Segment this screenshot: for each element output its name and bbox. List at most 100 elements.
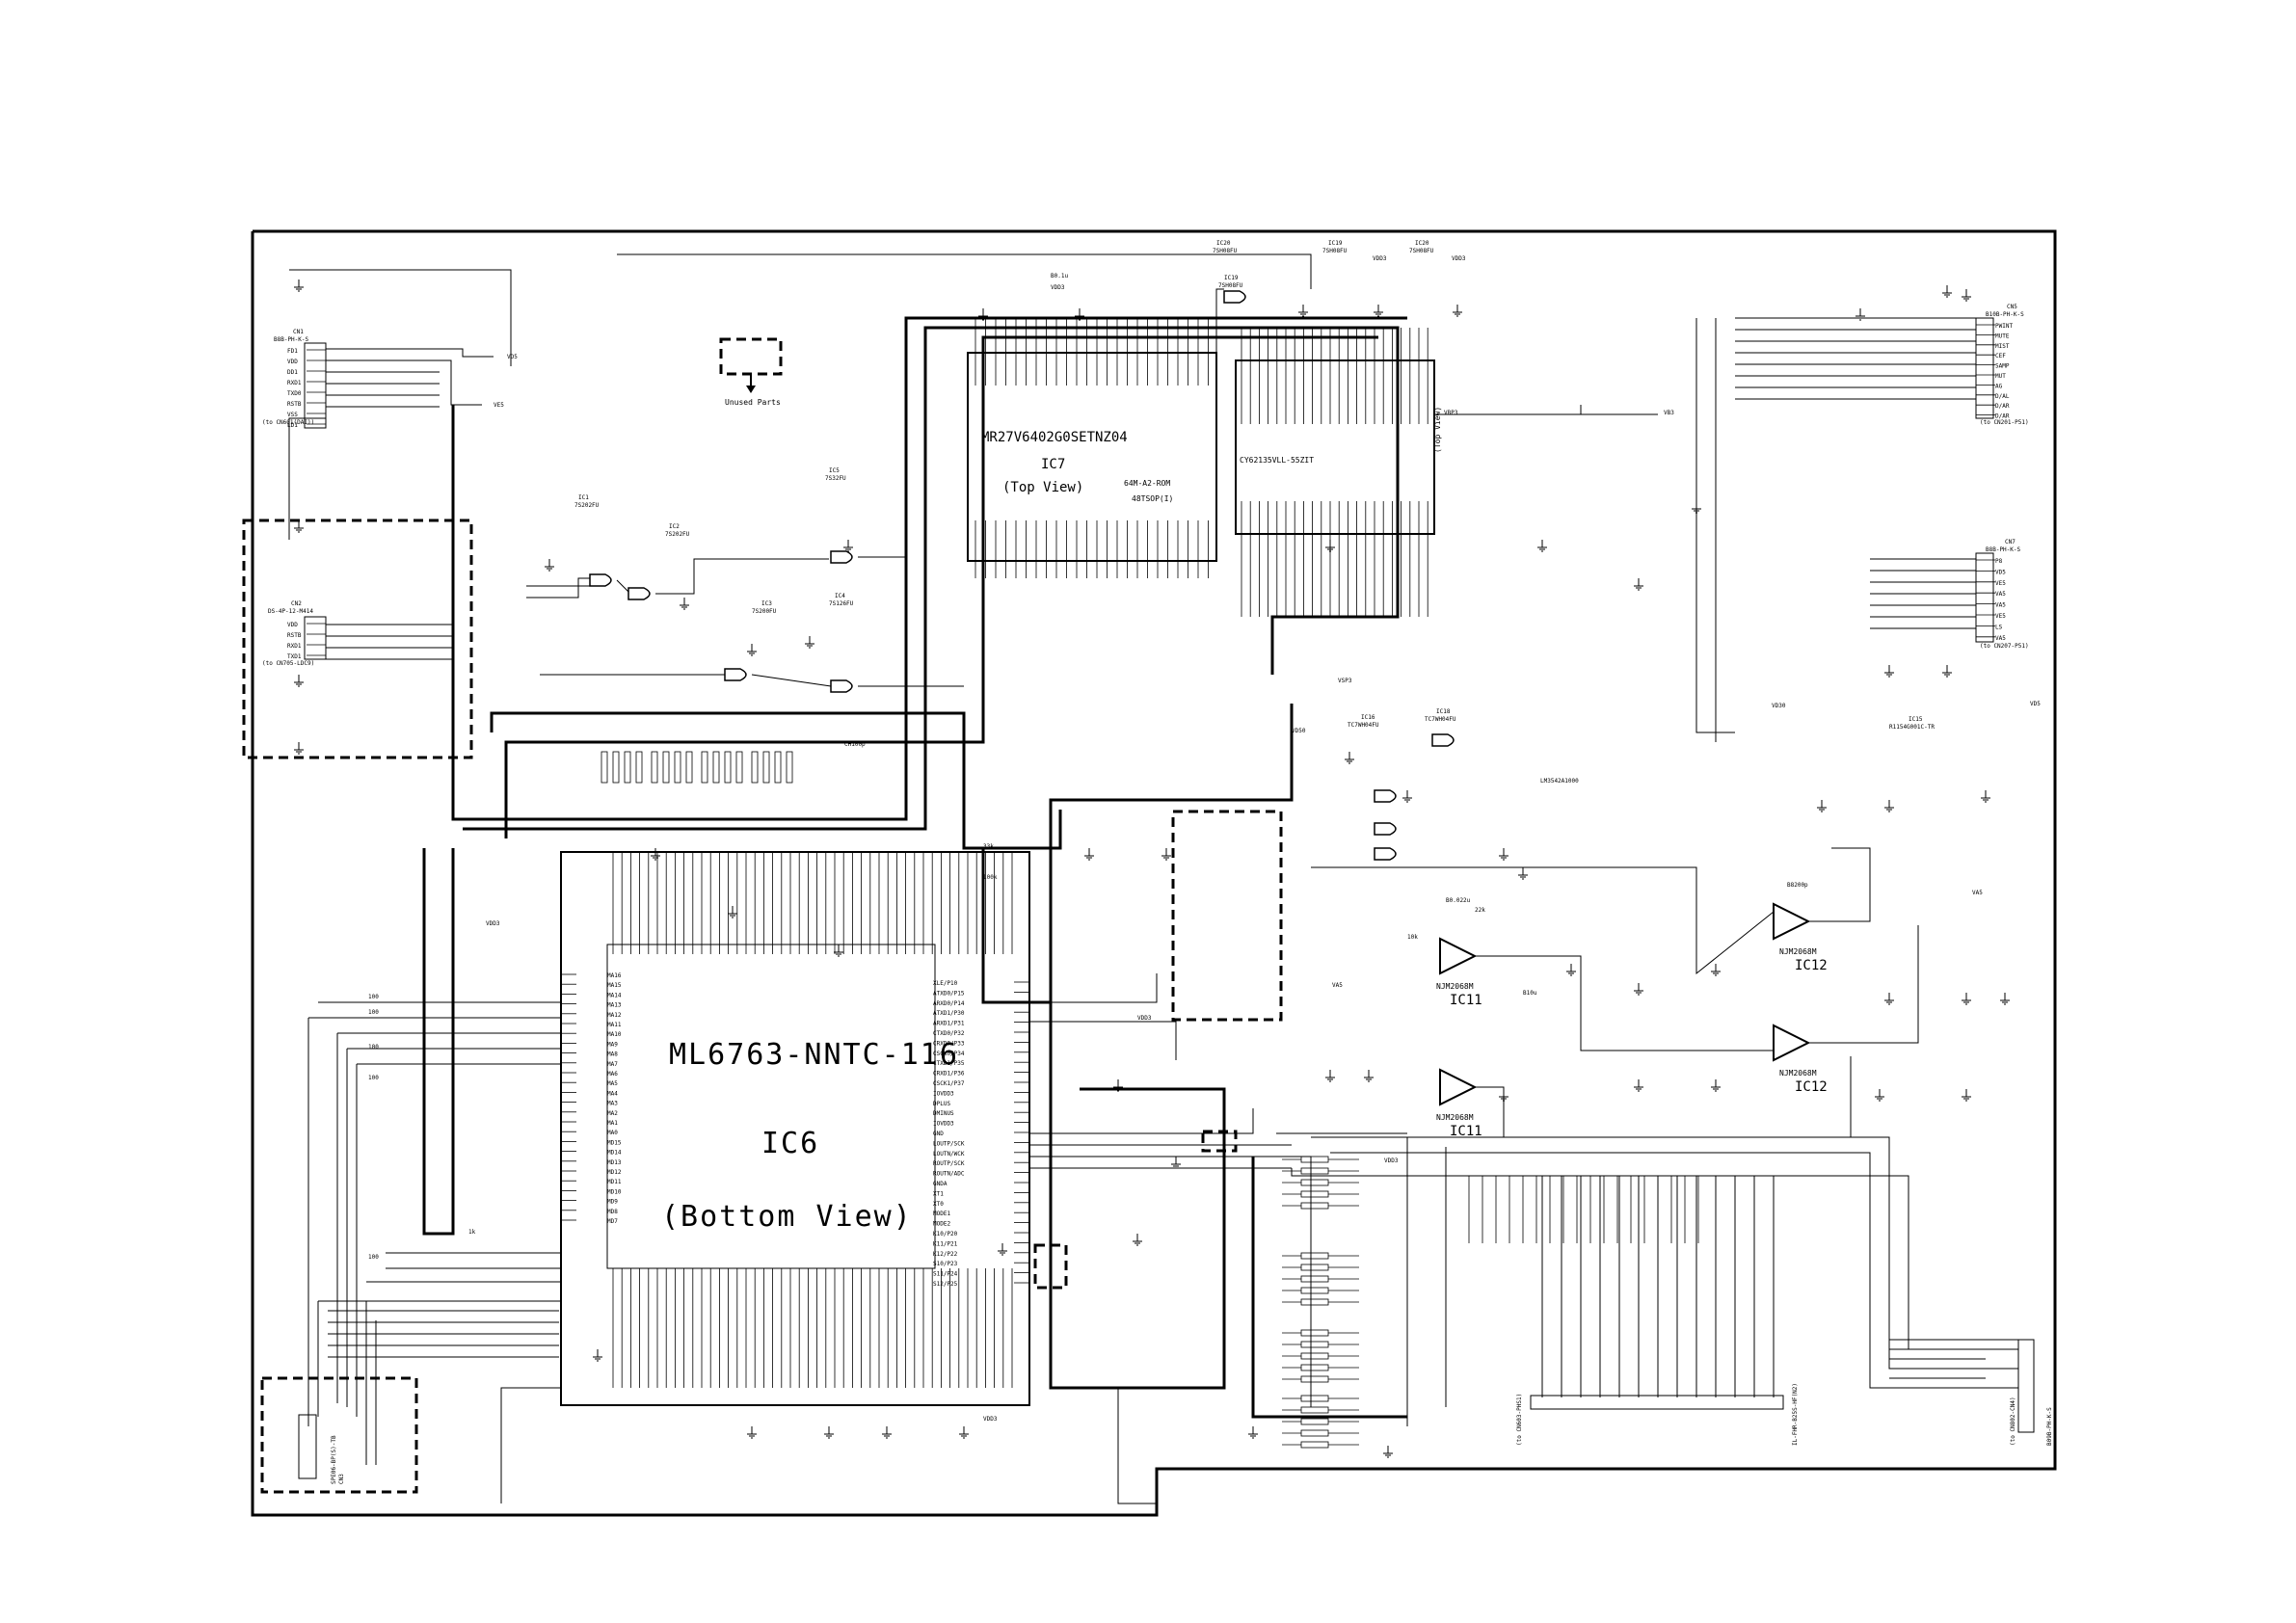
net-vdd3-c: VDD3 [1452,255,1466,262]
opamp-ic11-b: NJM2068M IC11 [1436,1068,1482,1139]
ic16-ref: IC16 [1361,714,1375,721]
r100-d: 100 [368,1075,379,1081]
ic2-part: 7S202FU [665,531,690,538]
resistor-arrays [601,751,1359,1449]
ic4-part: 7S126FU [829,600,854,607]
resistor-array-element [735,751,743,784]
ic6-left-pin-label: MA12 [607,1012,622,1019]
ic6-right-pin-label: LOUTN/WCK [933,1151,965,1157]
cn2-to: (to CN705-LDC9) [262,660,314,667]
ic6-right-pin-label: IOVDD3 [933,1121,954,1128]
connector-pin-label: RXD1 [287,643,302,650]
ic13-view: (Top View) [1433,407,1442,453]
net-vd50: VD50 [1292,728,1306,734]
connector-pin-label: TXD1 [287,653,302,660]
ic6-left-pin-label: MD12 [607,1169,622,1176]
ic6-left-pin-label: MA2 [607,1110,618,1117]
ic6-pin-stubs [612,318,1699,1388]
cn2-part: DS-4P-12-M414 [268,608,313,615]
ic6-left-pin-label: MA8 [607,1051,618,1058]
ic6-left-pin-label: MA7 [607,1061,618,1068]
ic6-left-pin-label: MD10 [607,1188,622,1195]
opamp-ic12-a: NJM2068M IC12 [1773,902,1828,973]
r100-c: 100 [368,1044,379,1051]
connector-pin-label: VA5 [1995,635,2006,642]
connector-cn1: CN1 B8B-PH-K-S (to CN601(DAI)) FD1VDDDD1… [262,329,327,429]
dashed-boxes [242,337,1283,1494]
connector-pin-label: SAMP [1995,363,2010,370]
ic6-right-pin-label: ROUTN/ADC [933,1171,965,1178]
ic6-right-pin-label: ROUTP/SCK [933,1160,965,1167]
cn1-to: (to CN601(DAI)) [262,419,314,426]
ic6-left-pins: MA16MA15MA14MA13MA12MA11MA10MA9MA8MA7MA6… [561,972,622,1225]
ic11a-ref: IC11 [1450,993,1482,1008]
connector-pin-label: MUT [1995,373,2006,380]
resistor-array-element [651,751,658,784]
unused-parts-label: Unused Parts [725,398,781,407]
ic17-part: LM3542A1000 [1540,778,1579,785]
ic19b-part: 7SH08FU [1218,282,1243,289]
ic2-ref: IC2 [669,523,680,530]
net-vdd3-e: VDD3 [1137,1015,1152,1022]
c8200p: B8200p [1787,882,1808,889]
opamp-ic11-a: NJM2068M IC11 [1436,937,1482,1008]
connector-pin-label: D/AR [1995,403,2010,410]
ic15-ref: IC15 [1909,716,1923,723]
r100k: 100k [983,874,998,881]
ic6-right-pin-label: GND [933,1131,944,1137]
net-vd5-b: VD5 [2030,701,2041,707]
c0022: B0.022u [1446,897,1471,904]
ic6-left-pin-label: MA9 [607,1041,618,1048]
net-vd30: VD30 [1772,703,1786,709]
net-vd5: VD5 [507,354,518,360]
resistor-array-element [762,751,770,784]
ic12b-part: NJM2068M [1779,1069,1817,1078]
ic11b-ref: IC11 [1450,1124,1482,1139]
net-vdd3-d: VDD3 [486,920,500,927]
r22k: 22k [1475,907,1485,914]
cn5-ref: CN5 [2007,304,2017,310]
connector-cn3: CN3 SPE06-BP(S)-TB [298,1414,345,1484]
cn7-ref: CN7 [2005,539,2016,545]
cn6-part: IL-FHR-B25S-HF(N2) [1792,1383,1799,1446]
ic6-left-pin-label: MA0 [607,1130,618,1136]
ic6-left-pin-label: MA15 [607,982,622,989]
ic6-right-pin-label: S11/P24 [933,1271,958,1278]
connector-pin-label: LD1 [287,422,298,429]
resistor-array-element [662,751,670,784]
connector-cn6: (to CN603-PHS1) IL-FHR-B25S-HF(N2) [1516,1383,1799,1446]
ic6-right-pin-label: CRXD0/P33 [933,1040,965,1047]
ic6-right-pin-label: ARXD1/P31 [933,1021,965,1027]
ic6-left-pin-label: MD11 [607,1179,622,1185]
connector-pin-label: CEF [1995,353,2006,359]
cn7-part: B8B-PH-K-S [1986,546,2021,553]
ic19-ref: IC19 [1328,240,1343,247]
ic6-left-pin-label: MD9 [607,1199,618,1206]
ic11b-part: NJM2068M [1436,1113,1474,1122]
net-ve5: VE5 [494,402,504,409]
r33k: 33k [983,843,994,850]
ic6-right-pin-label: CTXD0/P32 [933,1030,965,1037]
unused-parts-marker: Unused Parts [725,374,781,407]
ic6-right-pin-label: ATXD0/P15 [933,990,965,997]
ic7-note1: 64M-A2-ROM [1124,479,1170,488]
cn2-ref: CN2 [291,600,302,607]
ic6-right-pin-label: ATXD1/P30 [933,1010,965,1017]
connector-pin-label: MIST [1995,343,2010,350]
ic6-left-pin-label: MD7 [607,1218,618,1225]
connector-pin-label: VDD [287,622,298,628]
component-values: 100 100 100 100 100 33k 100k 1k 10k 22k … [368,273,1808,1261]
connector-pin-label: VD5 [1995,569,2006,575]
resistor-array-element [685,751,693,784]
connector-pin-label: PWINT [1995,323,2013,330]
net-vsp3: VSP3 [1338,678,1352,684]
ic6-right-pin-label: CSCK0/P34 [933,1051,965,1057]
ic6-part: ML6763-NNTC-116 [669,1038,959,1072]
ic6-left-pin-label: MA1 [607,1120,618,1127]
ic6-left-pin-label: MA6 [607,1071,618,1078]
ic20b-part: 7SH08FU [1409,248,1434,254]
ic4-ref: IC4 [835,593,845,599]
ic7-rom: MR27V6402G0SETNZ04 IC7 (Top View) 64M-A2… [967,352,1217,562]
ic12b-ref: IC12 [1795,1079,1828,1095]
